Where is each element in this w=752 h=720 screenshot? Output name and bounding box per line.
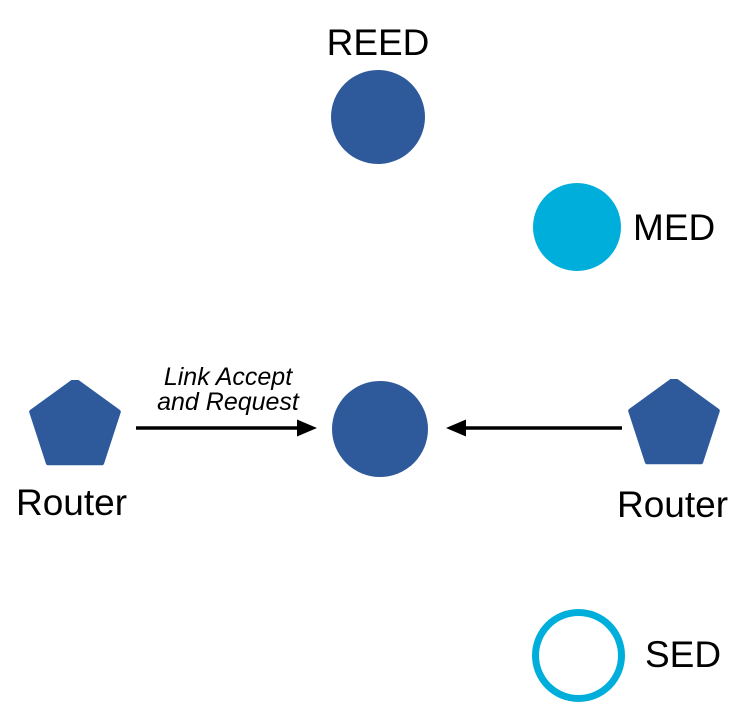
- router-right-pentagon: [628, 379, 720, 465]
- router-left-pentagon: [29, 380, 121, 466]
- med-label: MED: [633, 207, 716, 248]
- router-left-label: Router: [16, 482, 128, 523]
- edge-label-line2: and Request: [157, 388, 299, 416]
- sed-label: SED: [645, 634, 722, 675]
- edge-label: Link Accept and Request: [157, 365, 299, 415]
- reed-node-circle: [331, 70, 425, 164]
- edge-label-line1: Link Accept: [163, 363, 293, 391]
- med-node-circle: [533, 183, 621, 271]
- center-node-circle: [332, 381, 428, 477]
- right-arrowhead-icon: [446, 419, 466, 437]
- sed-node-circle: [532, 609, 625, 702]
- left-arrowhead-icon: [297, 419, 317, 437]
- reed-label: REED: [326, 22, 430, 63]
- left-arrow: [136, 419, 317, 437]
- router-right-label: Router: [617, 484, 729, 525]
- right-arrow: [446, 419, 622, 437]
